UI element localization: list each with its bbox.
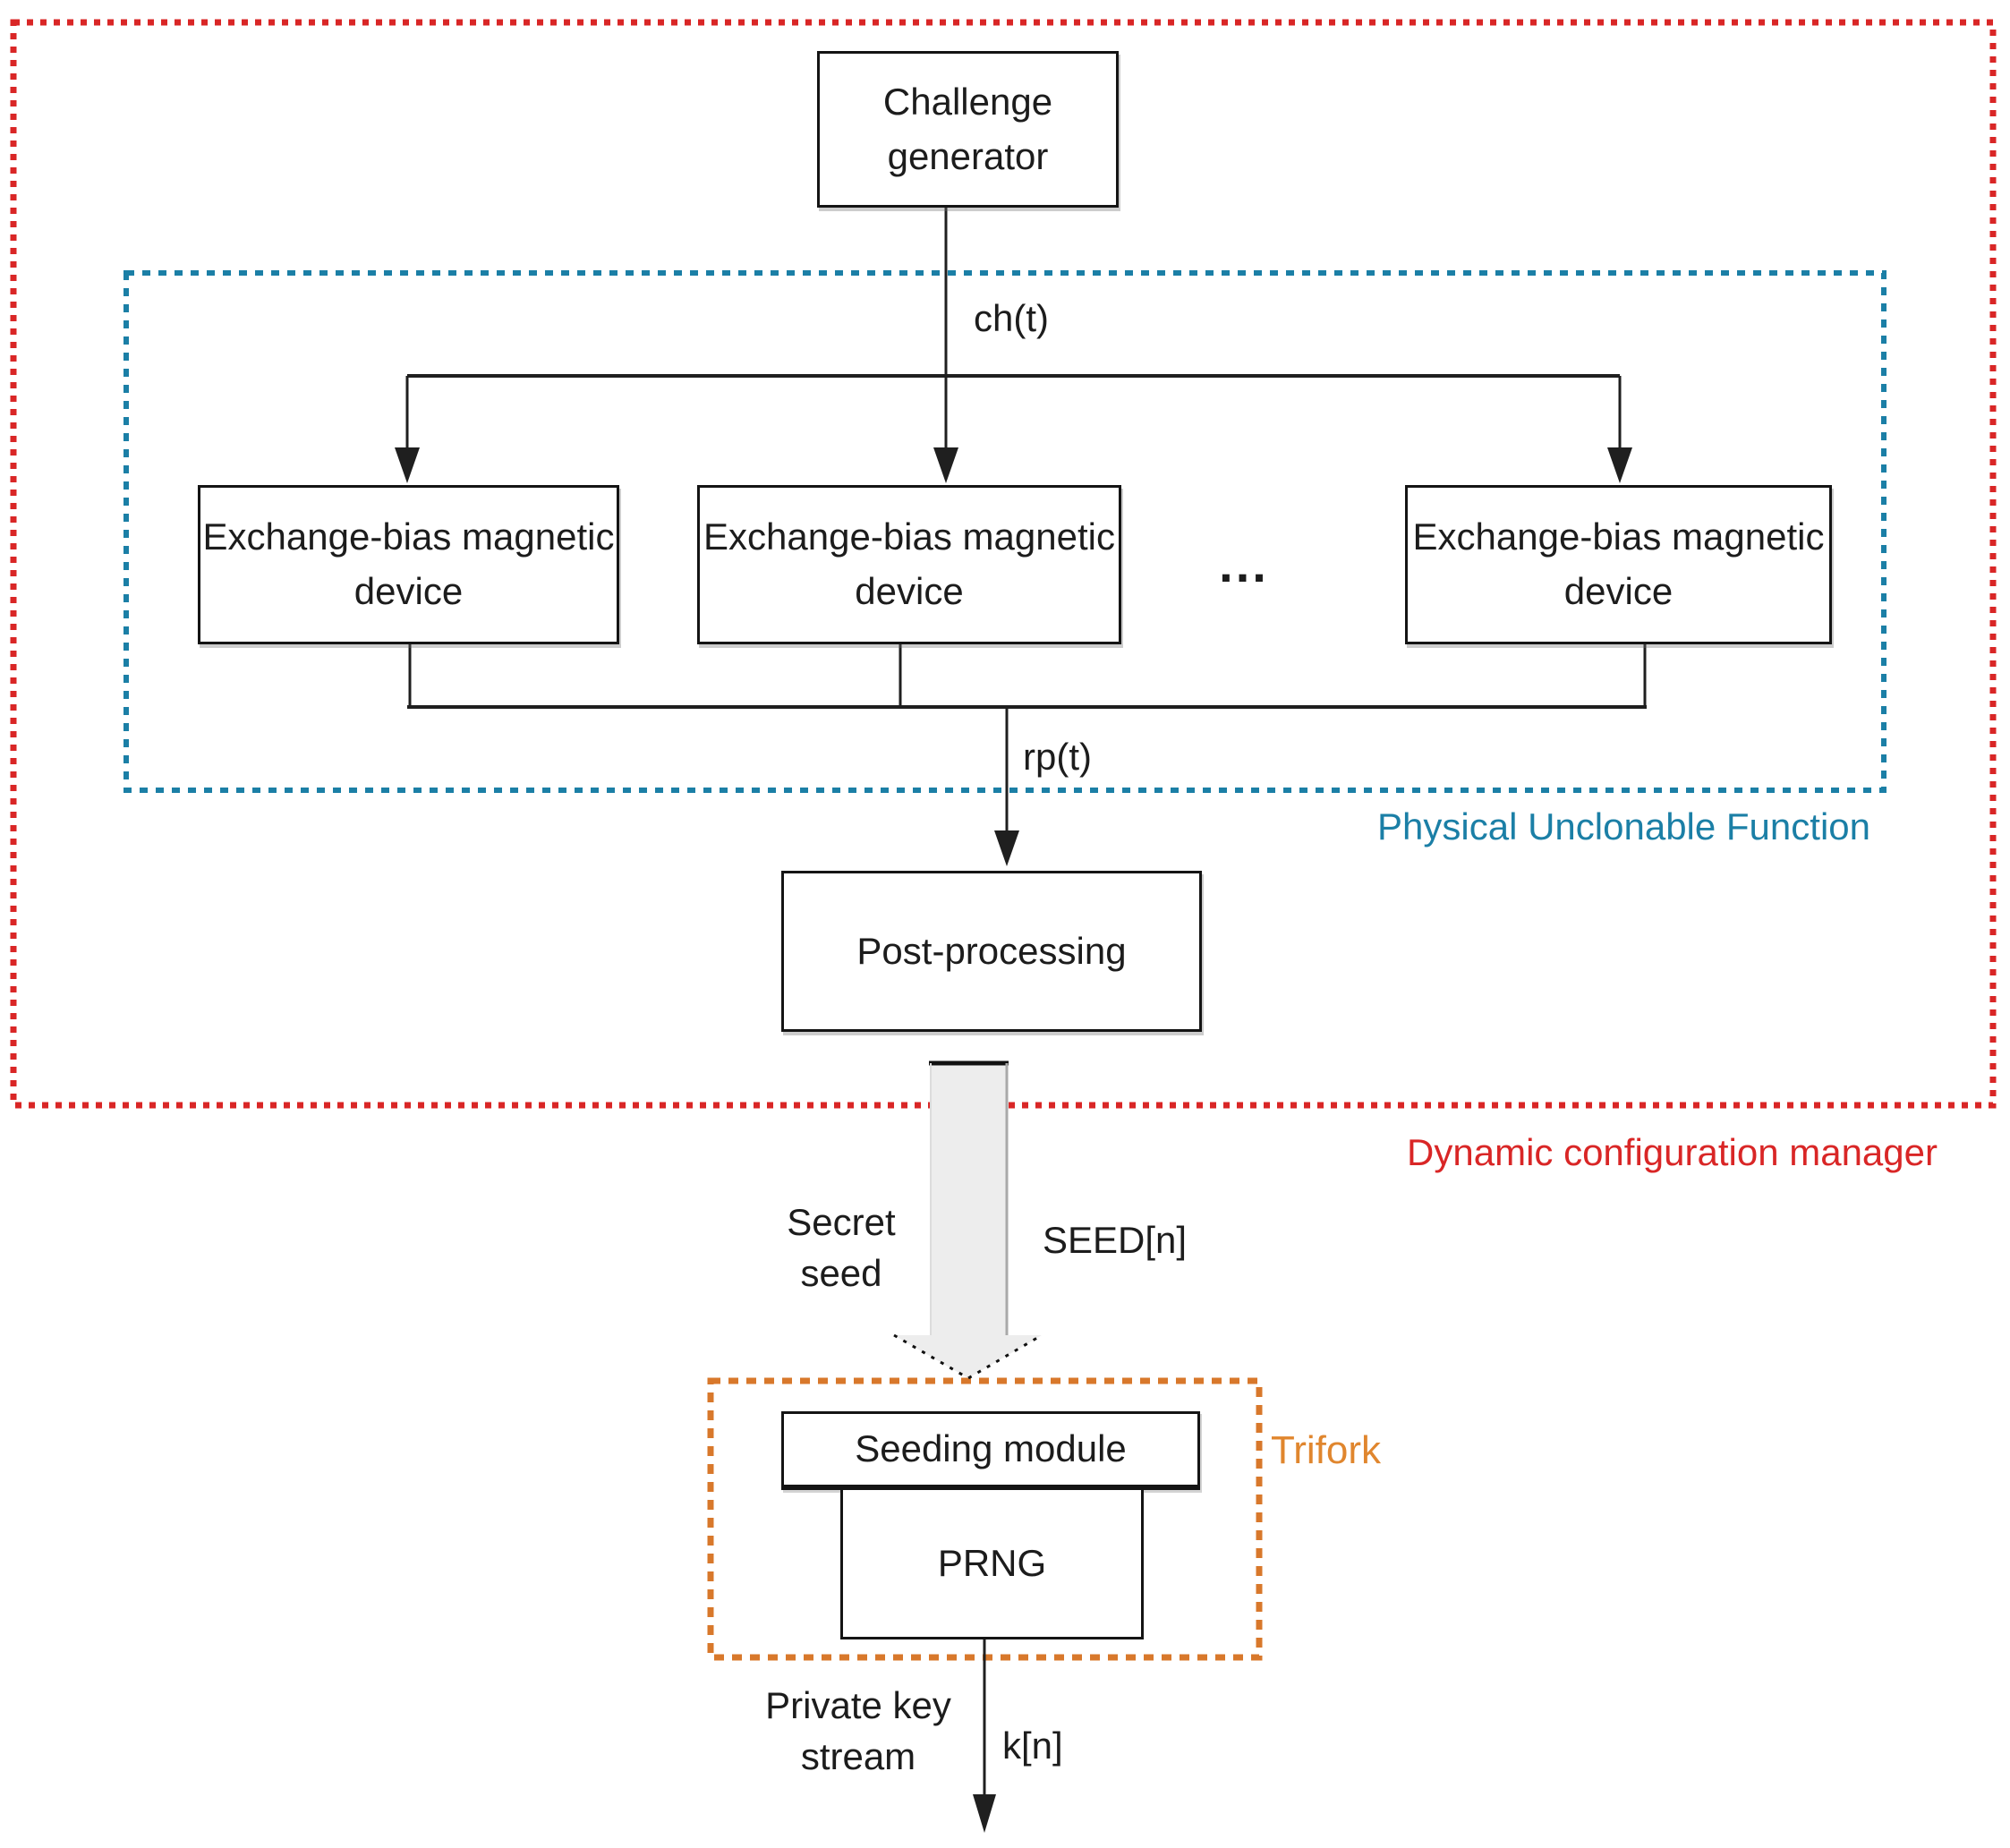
block-arrow-seed: [893, 1060, 1043, 1380]
exchange-bias-device-node: Exchange-bias magnetic device: [1405, 485, 1832, 644]
seeding-module-node: Seeding module: [781, 1411, 1200, 1490]
secret-seed-label: Secret seed: [787, 1201, 896, 1294]
trifork-region-label: Trifork: [1271, 1428, 1382, 1472]
arrow-devices-to-post: [407, 643, 1647, 866]
k-signal-label: k[n]: [1002, 1725, 1063, 1767]
exchange-bias-device-node: Exchange-bias magnetic device: [697, 485, 1121, 644]
ch-signal-label: ch(t): [974, 297, 1049, 339]
puf-region-label: Physical Unclonable Function: [1377, 805, 1870, 847]
dynamic-configuration-manager-label: Dynamic configuration manager: [1407, 1131, 1938, 1173]
post-processing-node: Post-processing: [781, 871, 1202, 1032]
devices-ellipsis: ...: [1219, 536, 1269, 592]
arrow-challenge-to-devices: [395, 208, 1632, 483]
seed-signal-label: SEED[n]: [1043, 1219, 1188, 1261]
challenge-generator-node: Challenge generator: [817, 51, 1119, 208]
rp-signal-label: rp(t): [1023, 736, 1092, 778]
private-key-stream-label: Private key stream: [765, 1684, 951, 1777]
exchange-bias-device-node: Exchange-bias magnetic device: [198, 485, 619, 644]
puf-region: [123, 270, 1887, 793]
prng-node: PRNG: [840, 1490, 1144, 1639]
arrow-key-output: [973, 1639, 996, 1833]
